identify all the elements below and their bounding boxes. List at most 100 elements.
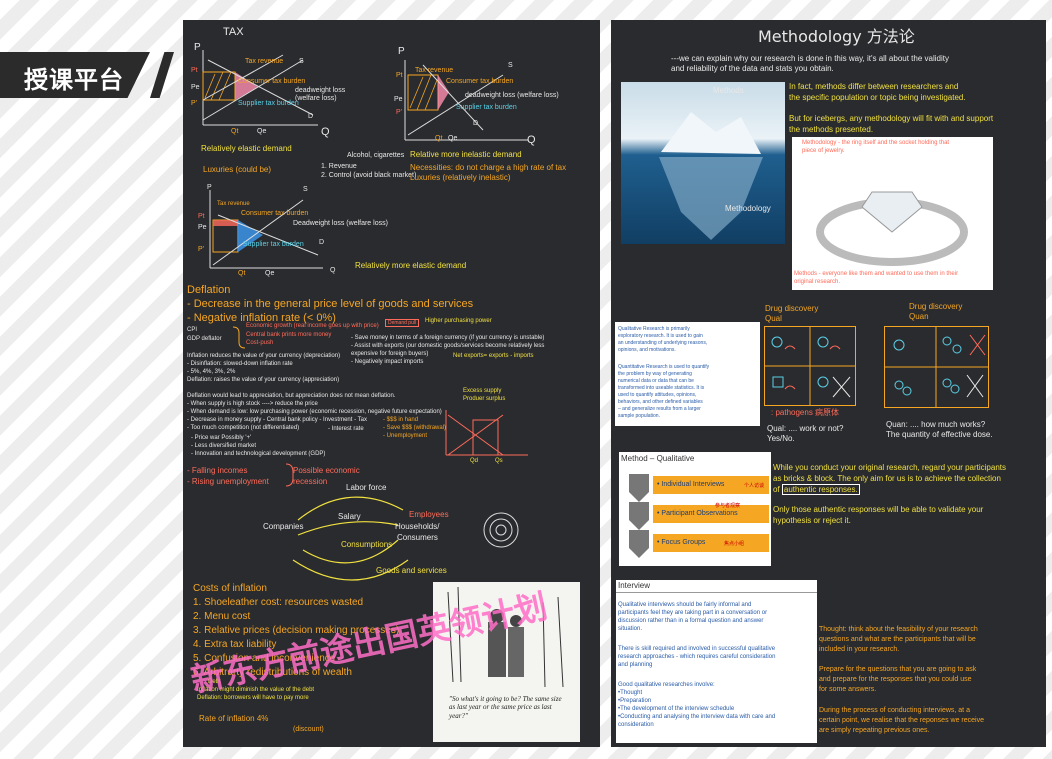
quan-def-4: transformed into useable statistics. It … bbox=[618, 385, 705, 391]
iceberg-drawing bbox=[659, 112, 763, 240]
relatively-more-elastic-label: Relatively more elastic demand bbox=[355, 261, 467, 270]
interview-body-13: •The development of the interview schedu… bbox=[618, 706, 735, 712]
qe-label-2: Qe bbox=[448, 135, 458, 142]
cost-push-label: Cost-push bbox=[246, 340, 274, 346]
iceberg-line-2: the methods presented. bbox=[789, 125, 874, 134]
central-bank-label: Central bank prints more money bbox=[246, 332, 332, 338]
quan-grid-drawing bbox=[885, 327, 988, 407]
supply-label-3: S bbox=[303, 186, 308, 193]
qs-label: Qs bbox=[495, 458, 503, 464]
method-qual-arrows bbox=[629, 474, 649, 558]
research-definitions-box: Qualitative Research is primarily explor… bbox=[615, 322, 760, 426]
recession-label: recession bbox=[293, 477, 328, 486]
competition-label: - Too much competition (not differentiat… bbox=[187, 425, 300, 431]
cost-item-2: 2. Menu cost bbox=[193, 611, 251, 622]
welfare-label: (welfare loss) bbox=[295, 95, 337, 102]
rate-inflation-label: Rate of inflation 4% bbox=[199, 714, 269, 723]
thought-line-3: included in your research. bbox=[819, 646, 900, 653]
axis-pt-label-2: Pt bbox=[396, 72, 403, 79]
interview-title: Interview bbox=[618, 581, 651, 590]
qual-answer: Yes/No. bbox=[767, 434, 795, 443]
supplier-burden-label-2: Supplier tax burden bbox=[456, 104, 517, 111]
iceberg-line-1: But for icebergs, any methodology will f… bbox=[789, 114, 994, 123]
mq-item-2-bg bbox=[653, 505, 769, 523]
deflation-point-2: - Negative inflation rate (< 0%) bbox=[187, 312, 336, 324]
interview-body-1: Qualitative interviews should be fairly … bbox=[618, 602, 752, 608]
prepare-line-3: for some answers. bbox=[819, 686, 877, 693]
quan-def-1: Quantitative Research is used to quantif… bbox=[618, 364, 710, 370]
interview-body-11: •Thought bbox=[618, 690, 643, 696]
qual-def-3: an understanding of underlying reasons, bbox=[618, 340, 708, 346]
quan-def-7: – and generalize results from a larger bbox=[618, 406, 701, 412]
qual-def-1: Qualitative Research is primarily bbox=[618, 326, 690, 332]
mq-item-1-bg bbox=[653, 476, 769, 494]
authentic-highlight: authentic responses. bbox=[781, 484, 860, 495]
lead-to-label: Deflation would lead to appreciation, bu… bbox=[187, 393, 396, 399]
inflation-diminish-label: Inflation might diminish the value of th… bbox=[197, 687, 315, 693]
axis-pe-label-2: Pe bbox=[394, 96, 403, 103]
axis-p-label-3: P bbox=[207, 184, 212, 191]
deadweight-label-3: Deadweight loss (welfare loss) bbox=[293, 220, 388, 227]
mq-item-2: • Participant Observations bbox=[657, 510, 738, 517]
method-qual-title: Method – Qualitative bbox=[621, 454, 695, 463]
salary-label: Salary bbox=[338, 512, 361, 521]
companies-label: Companies bbox=[263, 522, 304, 531]
interest-label: - Interest rate bbox=[328, 426, 364, 432]
banner-slash bbox=[150, 52, 174, 98]
quan-def-6: behaviors, and other defined variables bbox=[618, 399, 703, 405]
tax-revenue-label-2: Tax revenue bbox=[415, 67, 454, 74]
differ-line-1: In fact, methods differ between research… bbox=[789, 82, 959, 91]
quan-def-8: sample population. bbox=[618, 413, 660, 419]
quan-def-2: the problem by way of generating bbox=[618, 371, 692, 377]
quan-label: Quan bbox=[909, 312, 929, 321]
econ-growth-label: Economic growth (real income goes up wit… bbox=[246, 323, 379, 329]
banner-title: 授课平台 bbox=[24, 66, 124, 94]
neg-imports-label: - Negatively impact imports bbox=[351, 359, 424, 365]
deflation-point-1: - Decrease in the general price level of… bbox=[187, 298, 474, 310]
cost-item-4: 4. Extra tax liability bbox=[193, 639, 277, 650]
qe-label: Qe bbox=[257, 128, 267, 135]
cartoon-image: "So what's it going to be? The same size… bbox=[433, 582, 580, 742]
supply-high-label: - When supply is high stock ----> reduce… bbox=[187, 401, 318, 407]
during-line-3: are simply repeating previous ones. bbox=[819, 727, 930, 734]
banner-background bbox=[0, 52, 150, 98]
during-line-1: During the process of conducting intervi… bbox=[819, 707, 970, 714]
axis-pprime-label-3: P' bbox=[198, 246, 205, 253]
price-war-label: - Price war Possibly '+' bbox=[191, 435, 252, 441]
iceberg-image: Methods Methodology bbox=[621, 82, 785, 244]
axis-pt-label: Pt bbox=[191, 67, 198, 74]
authentic-line-1: Only those authentic responses will be a… bbox=[773, 505, 984, 514]
axis-q-label-3: Q bbox=[330, 267, 336, 274]
axis-pt-label-3: Pt bbox=[198, 213, 205, 220]
methodology-title: Methodology 方法论 bbox=[758, 27, 915, 46]
ring-drawing bbox=[816, 191, 968, 266]
axis-p-label-2: P bbox=[398, 46, 405, 57]
ss-hand-label: - $$$ in hand bbox=[383, 417, 419, 423]
interview-slide: Interview Qualitative interviews should … bbox=[616, 580, 817, 743]
mq-note-1: 个人访谈 bbox=[744, 483, 765, 489]
qt-label-2: Qt bbox=[435, 135, 443, 142]
demand-label-2: D bbox=[473, 120, 479, 127]
methods-label: Methods bbox=[713, 86, 744, 95]
consumption-label: Consumptions bbox=[341, 540, 393, 549]
consumer-burden-label-2: Consumer tax burden bbox=[446, 78, 514, 85]
quan-def-5: used to quantify attitudes, opinions, bbox=[618, 392, 697, 398]
mq-item-3: • Focus Groups bbox=[657, 539, 706, 546]
supply-label-2: S bbox=[508, 62, 513, 69]
qual-def-4: opinions, and motivations. bbox=[618, 347, 676, 353]
during-line-2: certain point, we realise that the repon… bbox=[819, 717, 984, 724]
quan-grid bbox=[884, 326, 989, 408]
supplier-burden-label-3: Supplier tax burden bbox=[243, 241, 304, 248]
employees-label: Employees bbox=[409, 510, 449, 519]
mq-item-1: • Individual Interviews bbox=[657, 481, 725, 488]
qual-question: Qual: .... work or not? bbox=[767, 424, 844, 433]
qual-def-2: exploratory research. It is used to gain bbox=[618, 333, 703, 339]
bricks-line-3: of authentic responses. bbox=[773, 484, 860, 495]
net-exports-label: Net exports= exports - imports bbox=[453, 353, 534, 359]
demand-label: D bbox=[308, 113, 314, 120]
economics-notes-panel: TAX P Pt Pe P' Tax revenue S Consumer ta… bbox=[183, 20, 600, 747]
drug-qual-label: Drug discovery bbox=[765, 304, 819, 313]
luxuries-inelastic-label: Luxuries (relatively inelastic) bbox=[410, 173, 511, 182]
consumer-burden-label: Consumer tax burden bbox=[238, 78, 306, 85]
qt-label: Qt bbox=[231, 128, 239, 135]
